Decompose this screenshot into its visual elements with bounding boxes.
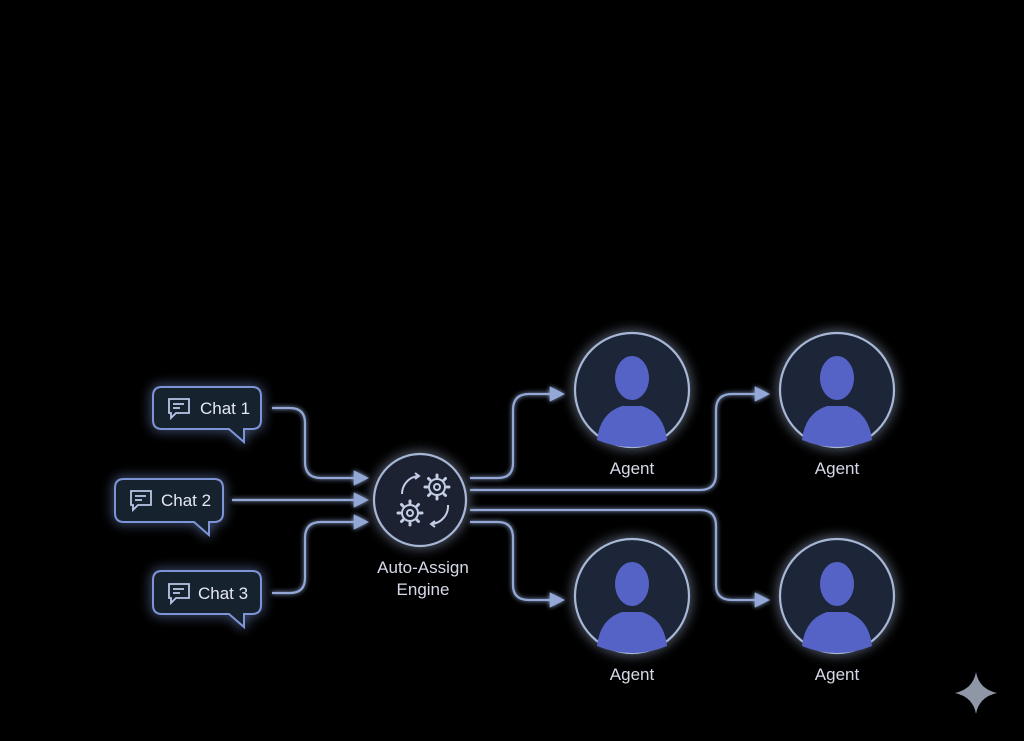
agent-4-label: Agent (814, 665, 860, 684)
engine-label-line1: Auto-Assign (377, 558, 469, 577)
agent-node-3 (573, 537, 691, 655)
user-avatar-icon (597, 356, 667, 447)
engine-node (372, 452, 468, 548)
chat-bubble-3 (152, 570, 262, 630)
agent-2-label: Agent (814, 459, 860, 478)
sparkle-icon (955, 672, 997, 714)
engine-label: Auto-Assign Engine (360, 557, 486, 601)
agent-node-2 (778, 331, 896, 449)
user-avatar-icon (597, 562, 667, 653)
connector-agent-1 (470, 386, 566, 480)
connector-chat-3 (272, 514, 370, 595)
chat-bubble-1 (152, 386, 262, 445)
gears-icon (396, 472, 451, 528)
connector-chat-1 (272, 406, 370, 486)
agent-node-1 (573, 331, 691, 449)
chat-bubble-2 (114, 478, 224, 538)
connector-agent-2 (470, 386, 771, 492)
agent-3-label: Agent (609, 665, 655, 684)
chat-1-label: Chat 1 (200, 399, 251, 418)
chat-icon (168, 398, 190, 421)
agent-1-label: Agent (609, 459, 655, 478)
chat-icon (168, 583, 190, 606)
connectors-out (470, 386, 771, 608)
chat-2-label: Chat 2 (161, 491, 212, 510)
chat-icon (130, 490, 152, 513)
connector-agent-3 (470, 520, 566, 608)
agent-node-4 (778, 537, 896, 655)
engine-label-line2: Engine (396, 580, 450, 599)
user-avatar-icon (802, 562, 872, 653)
connectors-in (232, 406, 370, 595)
connector-agent-4 (470, 508, 771, 608)
chat-3-label: Chat 3 (198, 584, 249, 603)
user-avatar-icon (802, 356, 872, 447)
